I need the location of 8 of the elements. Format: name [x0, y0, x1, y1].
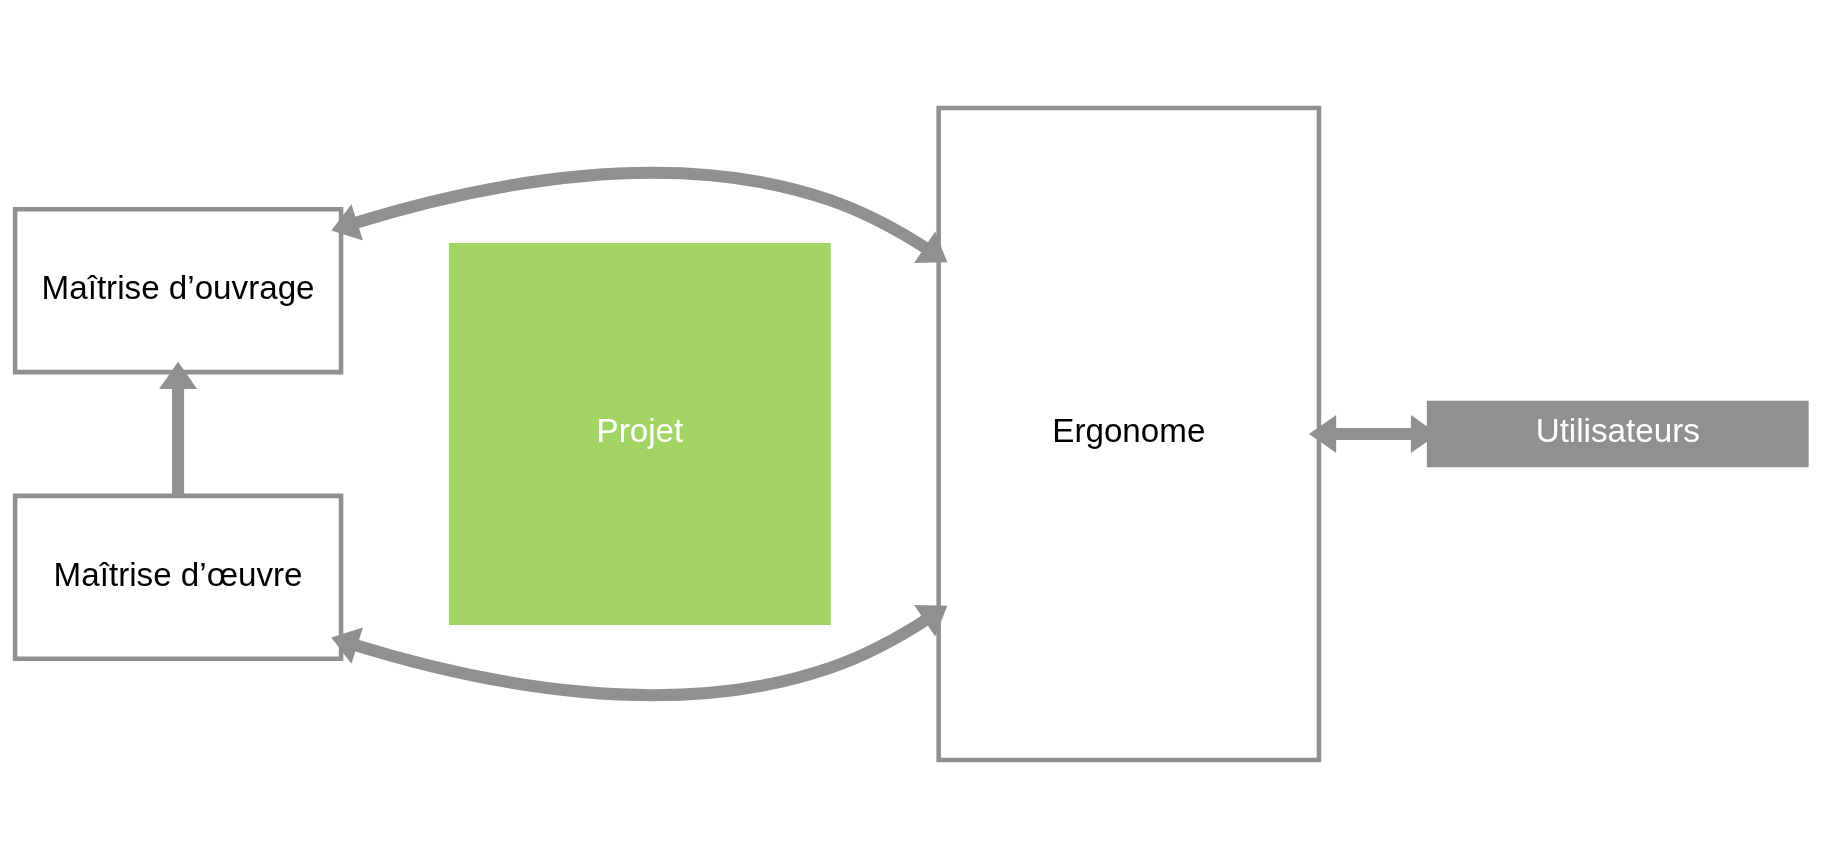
node-box: Maîtrise d’œuvre [12, 493, 344, 662]
node-box: Ergonome [936, 105, 1322, 763]
node-box: Projet [448, 243, 831, 625]
arrow [331, 166, 948, 263]
arrow [331, 605, 948, 702]
node-box: Utilisateurs [1426, 400, 1809, 468]
arrow [159, 361, 198, 496]
node-box: Maîtrise d’ouvrage [12, 206, 344, 375]
